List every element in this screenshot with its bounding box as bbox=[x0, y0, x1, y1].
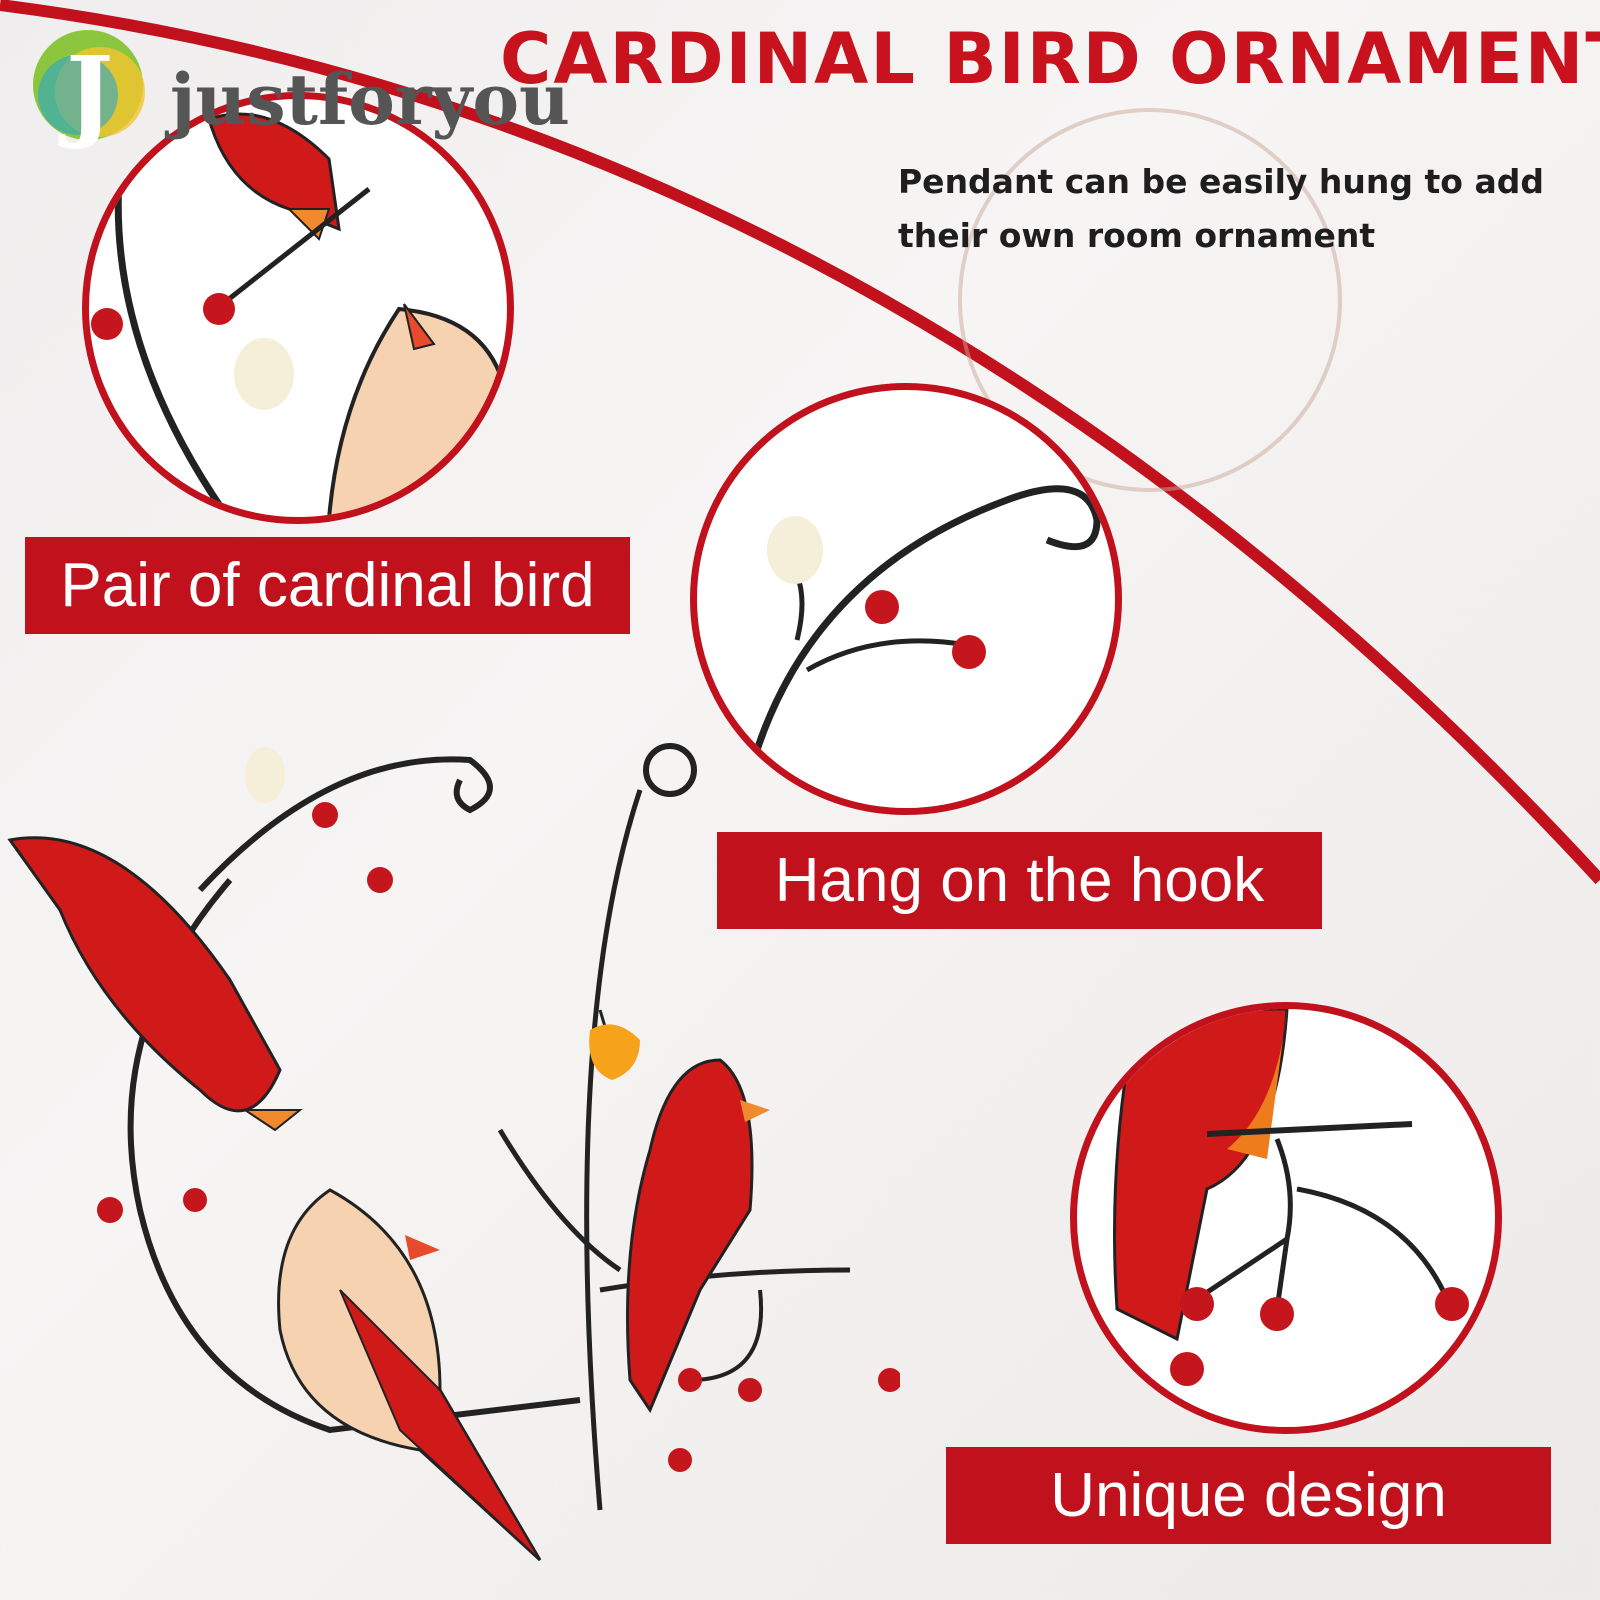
brand-logo: J bbox=[28, 20, 148, 152]
feature-label-hook: Hang on the hook bbox=[717, 832, 1322, 929]
cardinal-ornament-product-image bbox=[7, 743, 900, 1562]
subtitle-line-2: their own room ornament bbox=[898, 216, 1376, 255]
brand-name: justforyou bbox=[170, 58, 570, 141]
page-title: CARDINAL BIRD ORNAMENT bbox=[500, 18, 1600, 100]
detail-circle-design bbox=[1070, 1002, 1502, 1434]
detail-circle-hook bbox=[690, 383, 1122, 815]
subtitle-line-1: Pendant can be easily hung to add bbox=[898, 162, 1544, 201]
detail-circle-pair bbox=[82, 92, 514, 524]
cardinal-pair-closeup-image bbox=[91, 112, 507, 517]
svg-text:J: J bbox=[58, 34, 113, 150]
feature-label-pair: Pair of cardinal bird bbox=[25, 537, 630, 634]
subtitle: Pendant can be easily hung to add their … bbox=[898, 155, 1578, 263]
hook-closeup-image bbox=[753, 485, 1101, 752]
feature-label-design: Unique design bbox=[946, 1447, 1551, 1544]
logo-j-icon: J bbox=[33, 30, 145, 152]
design-closeup-image bbox=[1113, 1009, 1469, 1386]
